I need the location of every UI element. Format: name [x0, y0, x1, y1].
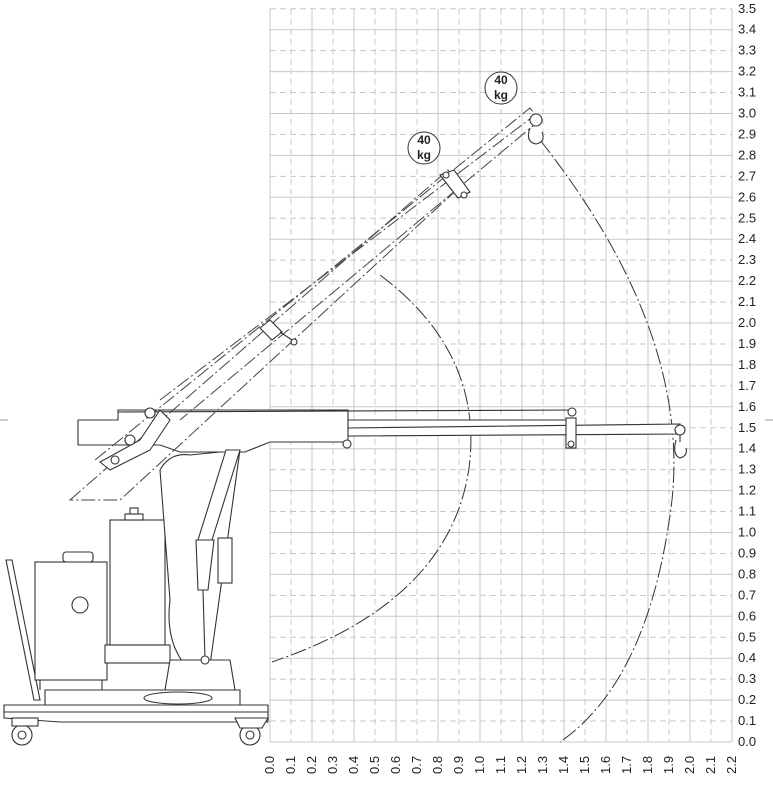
- x-tick-label: 0.8: [430, 756, 445, 774]
- y-tick-label: 1.6: [738, 399, 756, 414]
- y-tick-label: 2.7: [738, 168, 756, 183]
- y-tick-label: 2.9: [738, 126, 756, 141]
- x-tick-label: 0.5: [367, 756, 382, 774]
- load-label-raised: 40 kg: [484, 71, 518, 105]
- y-tick-label: 1.3: [738, 462, 756, 477]
- y-tick-label: 0.5: [738, 629, 756, 644]
- x-tick-label: 1.3: [535, 756, 550, 774]
- y-tick-label: 2.8: [738, 147, 756, 162]
- y-tick-label: 1.0: [738, 525, 756, 540]
- svg-text:40: 40: [494, 73, 508, 87]
- x-tick-label: 1.9: [661, 756, 676, 774]
- outer-reach-arc: [539, 139, 675, 743]
- y-axis-ticks: 0.0 0.1 0.2 0.3 0.4 0.5 0.6 0.7 0.8 0.9 1.0 1.1 1.2 1…: [738, 1, 756, 749]
- y-tick-label: 3.1: [738, 85, 756, 100]
- y-tick-label: 3.3: [738, 43, 756, 58]
- x-tick-label: 1.8: [640, 756, 655, 774]
- x-tick-label: 1.2: [514, 756, 529, 774]
- x-tick-label: 0.1: [283, 756, 298, 774]
- y-tick-label: 2.1: [738, 294, 756, 309]
- x-tick-label: 0.0: [262, 756, 277, 774]
- x-tick-label: 2.2: [724, 756, 739, 774]
- y-tick-label: 2.6: [738, 189, 756, 204]
- x-tick-label: 1.1: [493, 756, 508, 774]
- x-tick-label: 2.0: [682, 756, 697, 774]
- y-tick-label: 3.5: [738, 1, 756, 16]
- svg-text:kg: kg: [417, 148, 431, 162]
- y-tick-label: 2.0: [738, 315, 756, 330]
- y-tick-label: 2.3: [738, 252, 756, 267]
- hydraulic-tank: [104, 507, 171, 664]
- grid: [269, 8, 733, 743]
- y-tick-label: 0.0: [738, 734, 756, 749]
- hydraulic-cylinder: [195, 449, 241, 665]
- y-tick-label: 1.1: [738, 504, 756, 519]
- y-tick-label: 3.2: [738, 64, 756, 79]
- y-tick-label: 1.4: [738, 441, 756, 456]
- x-tick-label: 2.1: [703, 756, 718, 774]
- horizontal-boom: [77, 407, 687, 459]
- svg-text:kg: kg: [494, 88, 508, 102]
- raised-boom-outline: [68, 107, 544, 501]
- x-tick-label: 0.6: [388, 756, 403, 774]
- x-tick-label: 0.3: [325, 756, 340, 774]
- y-tick-label: 1.5: [738, 420, 756, 435]
- y-tick-label: 0.8: [738, 566, 756, 581]
- y-tick-label: 0.9: [738, 545, 756, 560]
- load-label-mid: 40 kg: [407, 131, 441, 165]
- y-tick-label: 2.4: [738, 231, 756, 246]
- x-tick-label: 1.4: [556, 756, 571, 774]
- x-tick-label: 1.5: [577, 756, 592, 774]
- crane-base: [3, 689, 269, 746]
- y-tick-label: 0.6: [738, 608, 756, 623]
- y-tick-label: 2.5: [738, 210, 756, 225]
- y-tick-label: 0.3: [738, 671, 756, 686]
- y-tick-label: 0.7: [738, 587, 756, 602]
- x-tick-label: 1.6: [598, 756, 613, 774]
- x-tick-label: 1.0: [472, 756, 487, 774]
- y-tick-label: 1.9: [738, 336, 756, 351]
- y-tick-label: 0.2: [738, 692, 756, 707]
- inner-reach-arc: [271, 274, 472, 663]
- push-handle: [5, 559, 41, 701]
- y-tick-label: 1.7: [738, 378, 756, 393]
- x-tick-label: 1.7: [619, 756, 634, 774]
- y-tick-label: 3.0: [738, 106, 756, 121]
- x-axis-ticks: 0.0 0.1 0.2 0.3 0.4 0.5 0.6 0.7 0.8 0.9 1.0 1.1 1.2 1…: [262, 756, 739, 774]
- y-tick-label: 1.2: [738, 483, 756, 498]
- x-tick-label: 0.7: [409, 756, 424, 774]
- y-tick-label: 3.4: [738, 22, 756, 37]
- y-tick-label: 1.8: [738, 357, 756, 372]
- svg-text:40: 40: [417, 133, 431, 147]
- power-unit: [34, 551, 108, 690]
- y-tick-label: 0.1: [738, 713, 756, 728]
- y-tick-label: 2.2: [738, 273, 756, 288]
- y-tick-label: 0.4: [738, 650, 756, 665]
- x-tick-label: 0.9: [451, 756, 466, 774]
- x-tick-label: 0.4: [346, 756, 361, 774]
- x-tick-label: 0.2: [304, 756, 319, 774]
